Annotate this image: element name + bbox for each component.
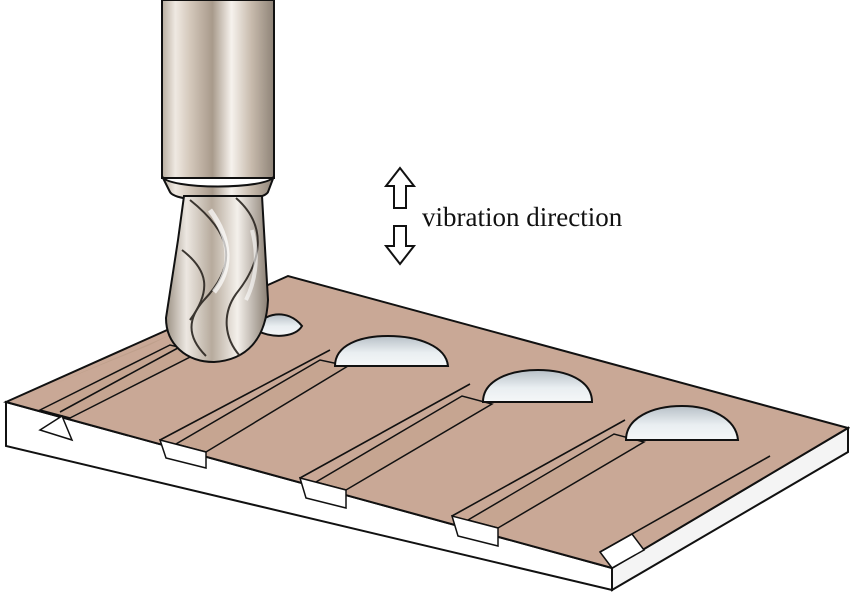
slot-1 [20,335,203,442]
tool-shank [161,0,275,179]
slot-2 [158,359,351,469]
slot-4 [450,433,646,547]
down-arrow-icon [383,225,417,266]
vibration-direction-label: vibration direction [422,202,623,232]
workpiece [3,274,850,592]
pocket-3 [624,404,740,441]
end-mill-tool [161,0,275,364]
pocket-2 [481,368,594,403]
pocket-1 [333,334,450,367]
slot-3 [298,395,494,509]
vibration-annotation: vibration direction [383,166,623,266]
up-arrow-icon [383,166,417,209]
